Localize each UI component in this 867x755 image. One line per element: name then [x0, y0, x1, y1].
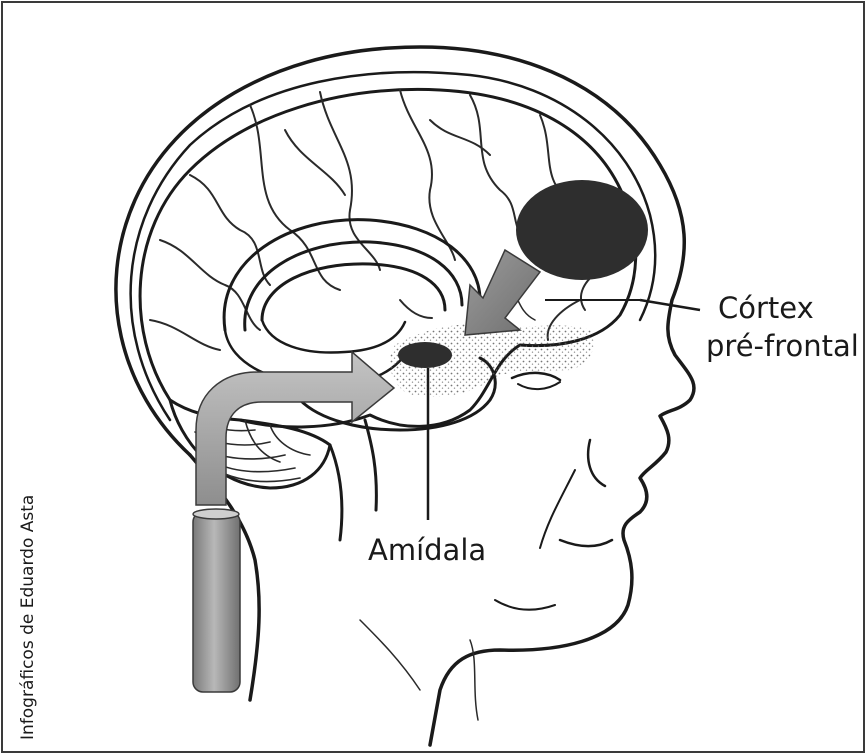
prefrontal-cortex-region — [516, 180, 648, 280]
amygdala-region — [398, 342, 452, 368]
cortex-label-line2: pré-frontal — [706, 329, 859, 363]
credit-text: Infográficos de Eduardo Asta — [18, 495, 38, 740]
sensory-input-tube — [193, 509, 240, 692]
cortex-label-line1: Córtex — [718, 291, 814, 325]
amygdala-label: Amídala — [368, 533, 486, 567]
